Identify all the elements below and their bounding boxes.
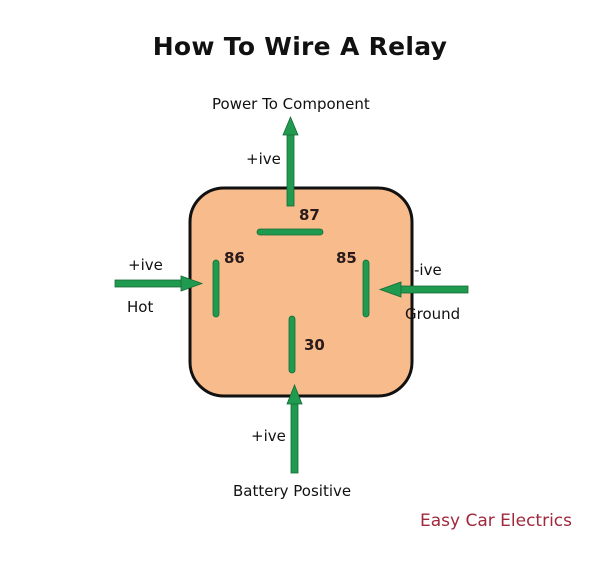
left-polarity: +ive <box>128 256 163 274</box>
pin-85-terminal <box>362 259 370 318</box>
pin-87-terminal <box>256 228 324 236</box>
bottom-connection-name: Battery Positive <box>233 482 352 500</box>
pin-30-terminal <box>288 315 296 374</box>
pin-30-label: 30 <box>304 336 325 354</box>
pin-86-label: 86 <box>224 249 245 267</box>
pin-86-terminal <box>212 259 220 318</box>
arrow-left-ground <box>378 281 469 298</box>
pin-85-label: 85 <box>336 249 357 267</box>
pin-87-label: 87 <box>299 206 320 224</box>
arrow-up-power-to-component <box>282 115 299 207</box>
top-polarity: +ive <box>246 150 281 168</box>
diagram-title: How To Wire A Relay <box>152 32 448 61</box>
arrow-right-hot <box>114 275 204 292</box>
brand-watermark: Easy Car Electrics <box>420 511 573 531</box>
right-connection-name: Ground <box>405 305 461 323</box>
right-polarity: -ive <box>414 261 442 279</box>
bottom-polarity: +ive <box>251 427 286 445</box>
top-connection-name: Power To Component <box>212 95 370 113</box>
left-connection-name: Hot <box>127 298 154 316</box>
arrow-up-battery-positive <box>286 383 303 474</box>
